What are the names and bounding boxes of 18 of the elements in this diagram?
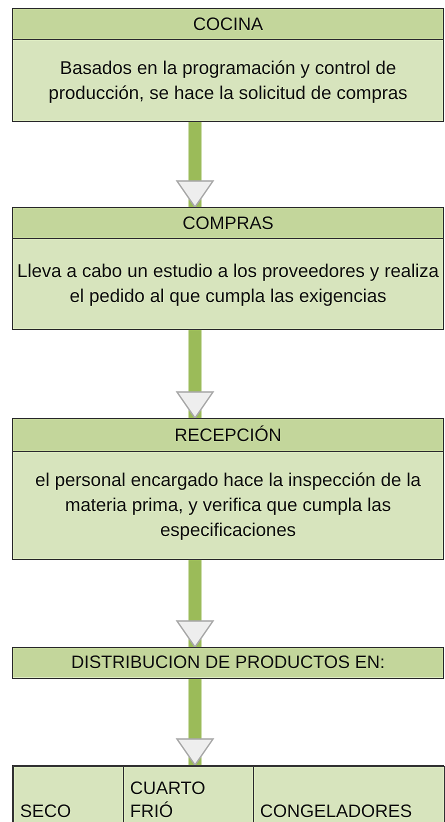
table-cell: SECO bbox=[13, 766, 124, 822]
process-box bbox=[12, 418, 444, 560]
arrow bbox=[176, 560, 214, 648]
box-heading: DISTRIBUCION DE PRODUCTOS EN: bbox=[13, 648, 443, 677]
box-heading: RECEPCIÓN bbox=[13, 419, 443, 452]
table-cell: CONGELADORES bbox=[253, 766, 445, 822]
arrow bbox=[176, 330, 214, 419]
box-text: Lleva a cabo un estudio a los proveedores y realiza el pedido al que cumpla las exigencias bbox=[16, 259, 440, 308]
box-heading: COCINA bbox=[13, 9, 443, 40]
arrow bbox=[176, 122, 214, 208]
box-text: el personal encargado hace la inspección de la materia prima, y verifica que cumpla las especificaciones bbox=[34, 468, 422, 542]
process-box bbox=[12, 8, 444, 122]
box-text: Basados en la programación y control de producción, se hace la solicitud de compras bbox=[48, 56, 408, 105]
table-frame bbox=[12, 765, 444, 822]
process-box bbox=[12, 207, 444, 330]
arrow bbox=[176, 679, 214, 766]
box-heading: COMPRAS bbox=[13, 208, 443, 239]
table-cell: CUARTO FRIÓ bbox=[123, 766, 254, 822]
